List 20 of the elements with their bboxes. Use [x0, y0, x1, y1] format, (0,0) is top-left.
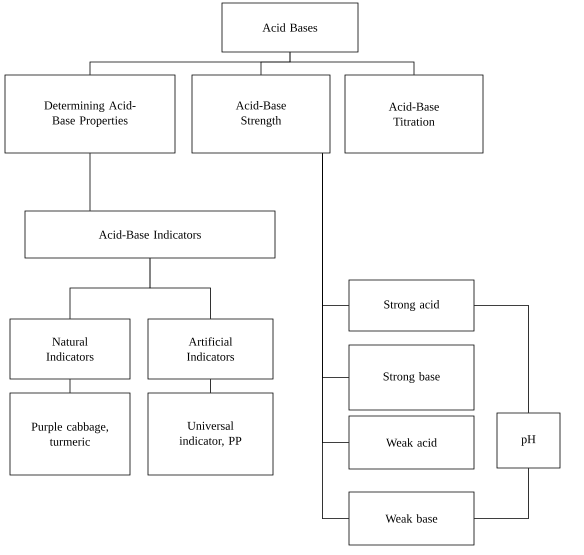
concept-box: Acid-Base Strength	[192, 74, 330, 154]
connector-line	[150, 258, 211, 319]
concept-box: Purple cabbage, turmeric	[10, 392, 130, 476]
concept-box: Weak base	[348, 492, 474, 546]
concept-box: Strong base	[348, 344, 474, 410]
concept-box: Universal indicator, PP	[148, 392, 274, 476]
concept-box: Acid-Base Indicators	[24, 210, 276, 258]
connector-line	[474, 468, 529, 519]
concept-box: Acid-Base Titration	[344, 74, 484, 154]
concept-box: Artificial Indicators	[148, 318, 274, 380]
concept-box: pH	[496, 412, 560, 468]
concept-box: Weak acid	[348, 416, 474, 470]
concept-box: Natural Indicators	[10, 318, 130, 380]
connector-line	[290, 52, 414, 75]
concept-box: Strong acid	[348, 280, 474, 332]
connector-line	[322, 153, 349, 519]
connector-line	[474, 305, 529, 413]
concept-box: Determining Acid-Base Properties	[4, 74, 176, 154]
concept-box: Acid Bases	[222, 2, 358, 52]
connector-line	[210, 379, 211, 393]
